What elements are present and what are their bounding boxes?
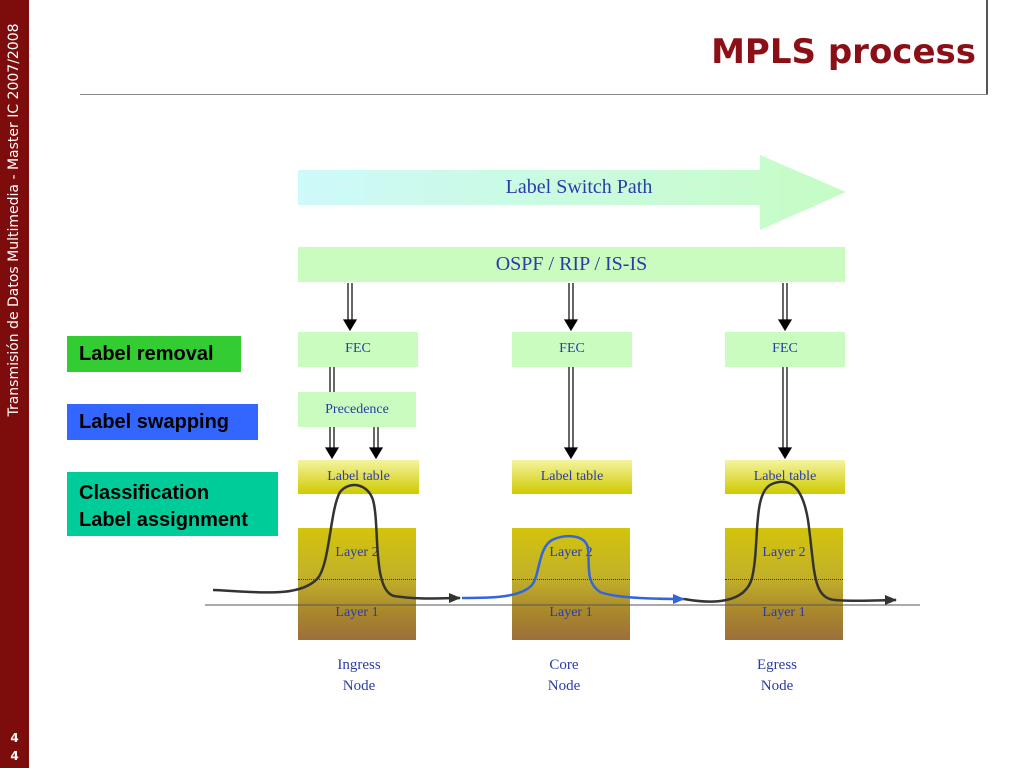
- title-frame-edge: [986, 0, 988, 94]
- legend-classification-line1: Classification: [79, 482, 210, 504]
- legend-label-swapping: Label swapping: [67, 404, 258, 440]
- label-switch-path-arrow: [298, 155, 846, 230]
- egress-node-label: Egress Node: [717, 655, 837, 697]
- ingress-fec-connector: [329, 367, 335, 392]
- ingress-node-label-line1: Ingress: [337, 657, 381, 673]
- packet-path-core: [461, 534, 685, 604]
- egress-node-label-line2: Node: [760, 678, 794, 694]
- ingress-layer1-label: Layer 1: [335, 605, 379, 620]
- routing-to-fec-arrows: [342, 283, 793, 332]
- egress-layer-stack: Layer 2 Layer 1: [725, 528, 843, 640]
- slide-title: MPLS process: [711, 32, 976, 72]
- sidebar: Transmisión de Datos Multimedia - Master…: [0, 0, 29, 768]
- packet-path-egress: [683, 480, 897, 606]
- page-number-digit-2: 4: [10, 749, 19, 763]
- ingress-layer-separator: [298, 579, 416, 580]
- page-number-digit-1: 4: [10, 731, 19, 745]
- egress-label-table: Label table: [725, 460, 845, 494]
- egress-layer1-label: Layer 1: [762, 605, 806, 620]
- ingress-precedence-arrows: [324, 427, 384, 460]
- core-layer2-label: Layer 2: [549, 545, 593, 560]
- core-node-label: Core Node: [504, 655, 624, 697]
- ingress-fec-box: FEC: [298, 332, 418, 367]
- legend-classification-line2: Label assignment: [79, 509, 248, 531]
- egress-node-label-line1: Egress: [757, 657, 797, 673]
- egress-fec-arrow: [777, 367, 793, 460]
- legend-classification: Classification Label assignment: [67, 472, 278, 536]
- ingress-layer2-label: Layer 2: [335, 545, 379, 560]
- routing-protocols-bar: OSPF / RIP / IS-IS: [298, 247, 845, 282]
- legend-label-removal: Label removal: [67, 336, 241, 372]
- core-fec-arrow: [563, 367, 579, 460]
- label-switch-path-label: Label Switch Path: [505, 176, 653, 198]
- ingress-layer-stack: Layer 2 Layer 1: [298, 528, 416, 640]
- ingress-precedence-box: Precedence: [298, 392, 416, 427]
- egress-layer-separator: [725, 579, 843, 580]
- ingress-label-table: Label table: [298, 460, 419, 494]
- egress-fec-box: FEC: [725, 332, 845, 367]
- ingress-node-label: Ingress Node: [299, 655, 419, 697]
- ingress-node-label-line2: Node: [342, 678, 376, 694]
- core-fec-box: FEC: [512, 332, 632, 367]
- routing-protocols-label: OSPF / RIP / IS-IS: [495, 253, 648, 275]
- packet-path-ingress: [212, 483, 461, 604]
- core-node-label-line1: Core: [549, 657, 579, 673]
- core-layer1-label: Layer 1: [549, 605, 593, 620]
- egress-layer2-label: Layer 2: [762, 545, 806, 560]
- core-node-label-line2: Node: [547, 678, 581, 694]
- core-label-table: Label table: [512, 460, 632, 494]
- title-divider: [80, 94, 988, 95]
- core-layer-separator: [512, 579, 630, 580]
